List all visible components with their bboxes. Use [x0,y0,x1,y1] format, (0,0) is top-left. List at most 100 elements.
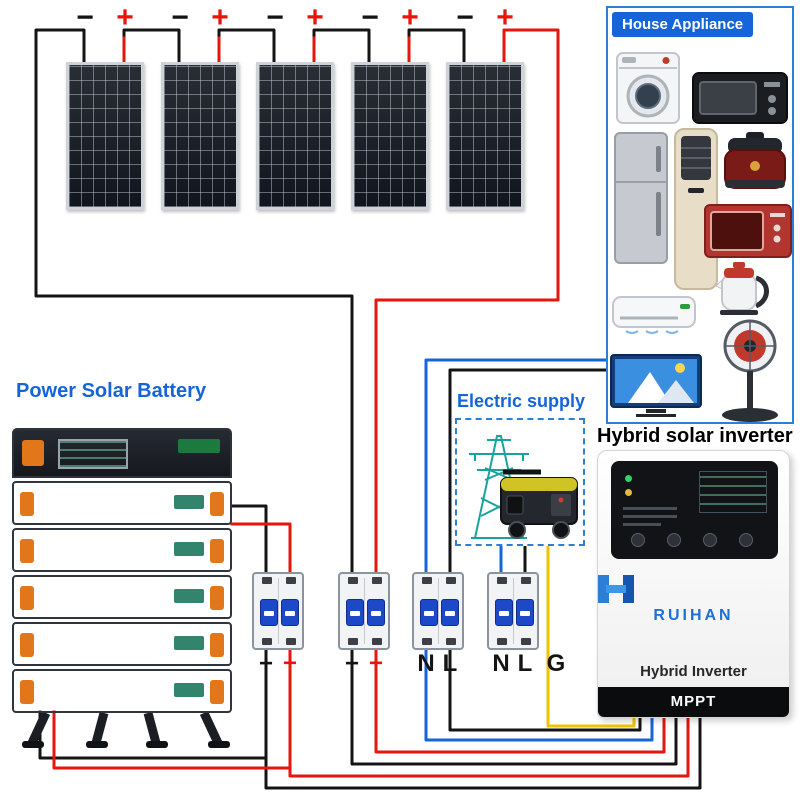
wall-air-conditioner-icon [612,296,696,336]
battery-module-label [174,636,204,650]
breaker-toggle [441,599,459,626]
inverter-control-panel [611,461,778,559]
rice-cooker-icon [722,132,788,194]
wire-series-bridge-4 [407,28,466,64]
status-led-icon [625,475,632,482]
inverter-display [699,471,767,513]
toaster-oven-icon [692,72,788,124]
panel-4-minus-label: − [361,1,379,34]
battery-module [12,528,232,572]
battery-module [12,669,232,713]
breaker-ac-output [412,572,464,650]
solar-panel-1 [66,62,144,210]
battery-controller-module [12,428,232,478]
panel-5-plus-label: + [496,1,514,34]
wire-inverter-pv-negative [350,648,678,766]
panel-2-minus-label: − [171,1,189,34]
battery-title: Power Solar Battery [16,380,207,402]
wire-ac-output-live [448,368,608,574]
terminal-label-l-2: L [517,650,533,677]
terminal-label-minus-2: − [344,650,359,677]
battery-stand [22,713,230,748]
breaker-battery [252,572,304,650]
panel-3-minus-label: − [266,1,284,34]
television-icon [610,354,702,418]
breaker-toggle [281,599,299,626]
solar-panel-4 [351,62,429,210]
battery-module-label [174,683,204,697]
wire-battery-negative-top [230,504,268,574]
microwave-oven-icon [704,204,792,258]
panel-1-minus-label: − [76,1,94,34]
panel-3-plus-label: + [306,1,324,34]
panel-4-plus-label: + [401,1,419,34]
terminal-label-n-2: N [492,650,510,677]
inverter-mppt-band: MPPT [598,687,789,717]
panel-text-line [623,515,677,518]
wire-ac-live-bottom [448,648,642,732]
house-appliance-box: House Appliance [606,6,794,424]
brand-logo: RUIHAN [598,575,789,625]
wire-ac-output-neutral [424,358,608,574]
wire-inverter-battery-negative [264,648,702,790]
breaker-toggle [495,599,513,626]
breaker-pv [338,572,390,650]
battery-module [12,622,232,666]
battery-connector [22,440,44,466]
terminal-label-plus-1: + [282,650,297,677]
wire-battery-positive-bottom [52,710,292,770]
refrigerator-icon [614,132,668,264]
wire-series-bridge-2 [217,28,276,64]
solar-panel-2 [161,62,239,210]
wire-inverter-pv-positive [374,648,666,754]
electric-supply-box [455,418,585,546]
terminal-label-l-1: L [442,650,458,677]
wire-pv-positive [374,28,560,574]
ruihan-logo-icon [598,575,634,603]
wire-ground [546,543,636,728]
battery-display [58,439,128,469]
electric-supply-title: Electric supply [457,391,586,411]
breaker-toggle [420,599,438,626]
terminal-label-n-1: N [417,650,435,677]
generator-icon [500,469,578,539]
electric-kettle-icon [716,260,774,316]
wire-inverter-battery-positive [288,648,690,778]
house-appliance-title: House Appliance [612,12,754,37]
inverter-title: Hybrid solar inverter [597,425,793,447]
solar-panel-3 [256,62,334,210]
panel-1-plus-label: + [116,1,134,34]
warning-led-icon [625,489,632,496]
battery-module [12,481,232,525]
wire-pv-negative [34,28,354,574]
breaker-toggle [516,599,534,626]
battery-module [12,575,232,619]
inverter-button [703,533,717,547]
inverter-button [739,533,753,547]
breaker-toggle [367,599,385,626]
breaker-toggle [346,599,364,626]
wire-battery-positive-top [230,522,292,574]
wire-series-bridge-3 [312,28,371,64]
battery-stack [12,428,232,749]
wire-ac-neutral-bottom [424,648,654,742]
inverter-button [631,533,645,547]
battery-module-label [174,495,204,509]
breaker-ac-input [487,572,539,650]
panel-text-line [623,507,677,510]
breaker-toggle [260,599,278,626]
washing-machine-icon [616,52,680,124]
battery-terminal-block [178,439,220,453]
inverter-button [667,533,681,547]
hybrid-inverter: RUIHAN Hybrid Inverter MPPT [597,450,790,718]
panel-2-plus-label: + [211,1,229,34]
inverter-product-label: Hybrid Inverter [640,663,747,680]
terminal-label-g: G [546,650,566,677]
solar-panel-5 [446,62,524,210]
brand-name: RUIHAN [653,607,734,624]
battery-module-label [174,589,204,603]
wire-series-bridge-1 [122,28,181,64]
battery-module-label [174,542,204,556]
